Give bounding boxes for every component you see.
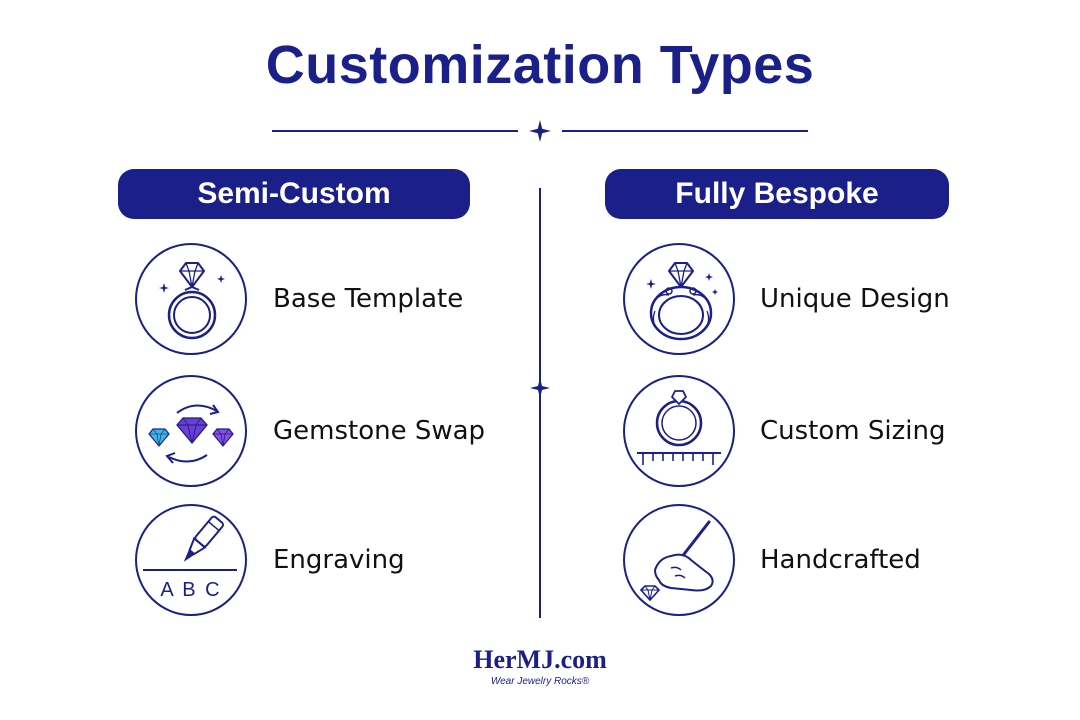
ring-with-diamond-icon (135, 243, 247, 355)
gemstone-swap-icon (135, 375, 247, 487)
unique-design-label: Unique Design (760, 284, 950, 314)
handcrafted-label: Handcrafted (760, 545, 921, 575)
fully-bespoke-header-label: Fully Bespoke (675, 177, 879, 210)
engraving-abc-text: A B C (160, 579, 221, 601)
gemstone-swap-label: Gemstone Swap (273, 416, 486, 446)
fully-bespoke-header: Fully Bespoke (605, 169, 949, 219)
center-sparkle-icon (529, 377, 551, 399)
page-title: Customization Types (265, 35, 815, 95)
base-template-label: Base Template (273, 284, 464, 314)
title-divider-right (562, 130, 808, 132)
engraving-label: Engraving (273, 545, 405, 575)
hand-drawing-icon (623, 504, 735, 616)
brand-tagline: Wear Jewelry Rocks® (490, 676, 590, 687)
engraving-pen-icon: A B C (135, 504, 247, 616)
sparkle-icon (529, 120, 551, 142)
ornate-ring-icon (623, 243, 735, 355)
title-divider-left (272, 130, 518, 132)
semi-custom-header-label: Semi-Custom (197, 177, 391, 210)
semi-custom-header: Semi-Custom (118, 169, 470, 219)
center-divider (539, 188, 541, 618)
custom-sizing-label: Custom Sizing (760, 416, 946, 446)
ring-sizing-ruler-icon (623, 375, 735, 487)
brand-logo: HerMJ.com (473, 645, 607, 674)
